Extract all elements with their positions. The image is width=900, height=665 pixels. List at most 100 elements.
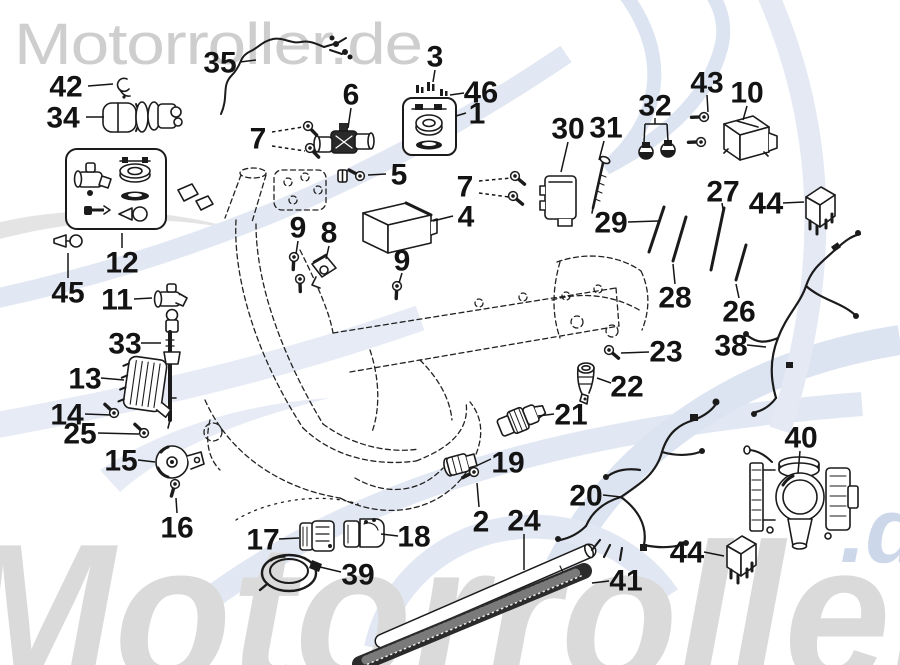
part-28-rod: [671, 215, 688, 263]
screw-9-left-icon: [285, 249, 305, 272]
leader-line-11: [133, 297, 153, 300]
part-8-sensor: [311, 253, 337, 289]
callout-label-24: 24: [507, 505, 541, 538]
leader-line-7-left: [271, 145, 306, 152]
mid-wing-swoosh: [0, 305, 425, 438]
callout-label-38: 38: [714, 330, 747, 363]
leader-line-43: [706, 94, 709, 113]
callout-label-43: 43: [690, 67, 723, 100]
part-35-cable: [220, 35, 353, 115]
callout-label-44-bottom: 44: [670, 535, 705, 570]
callout-label-9-left: 9: [290, 212, 307, 245]
part-6-valve: [313, 123, 375, 154]
part-40-throttle-body: [743, 445, 859, 550]
callout-label-39: 39: [341, 559, 374, 592]
part-43-screws: [686, 107, 712, 154]
leader-line-46: [449, 92, 465, 96]
leader-line-9-left: [295, 240, 299, 255]
part-30-ecu: [539, 175, 577, 227]
callout-label-34: 34: [46, 102, 80, 135]
callout-label-5: 5: [391, 159, 408, 192]
screw-7a-icon: [300, 118, 322, 137]
scooter-frame-sketch: [203, 167, 649, 521]
callout-label-32: 32: [638, 90, 671, 123]
screw-25-icon: [130, 422, 152, 441]
part-5-screw-nut: [337, 168, 367, 183]
watermark-text-top: Motorroller.de: [14, 12, 422, 77]
callout-label-42: 42: [49, 71, 82, 104]
leader-line-38: [746, 344, 767, 348]
screw-7d-icon: [505, 189, 527, 206]
leader-line-13: [100, 377, 125, 381]
callout-label-20: 20: [569, 480, 602, 513]
callout-label-19: 19: [491, 447, 524, 480]
leader-line-7-right: [478, 192, 510, 198]
leader-line-44-bottom: [703, 551, 725, 557]
bottom-arc-swoosh: [364, 514, 678, 651]
part-13-rectifier: [117, 355, 172, 418]
callout-label-28: 28: [658, 282, 691, 315]
callout-label-15: 15: [104, 445, 137, 478]
part-12-small-parts-box: [65, 148, 167, 230]
leader-line-40: [797, 450, 801, 474]
part-32-bulb-sockets: [638, 140, 676, 160]
callout-label-33: 33: [108, 328, 141, 361]
part-27-rod: [709, 206, 726, 272]
leader-line-42: [87, 83, 114, 87]
leader-line-27: [721, 202, 724, 210]
part-26-rod: [734, 243, 748, 282]
leader-line-23: [620, 351, 650, 354]
watermark-text-bottom: Motorroller: [0, 503, 900, 665]
screw-16-icon: [166, 477, 184, 498]
leader-line-9-right: [398, 272, 403, 284]
part-38-wiring-harness: [743, 230, 862, 417]
part-31-long-screw: [591, 155, 611, 214]
callout-label-7-right: 7: [457, 171, 474, 204]
callout-label-3: 3: [427, 41, 444, 74]
leader-line-10: [742, 105, 748, 121]
callout-label-1: 1: [469, 98, 486, 131]
part-22-sensor: [576, 362, 595, 405]
part-1-gasket-kit-box: [402, 97, 457, 156]
gray-swoosh: [0, 210, 245, 239]
leader-line-2: [476, 482, 480, 508]
part-29-rod: [647, 205, 666, 254]
leader-line-30: [560, 141, 569, 173]
part-15-horn: [155, 445, 205, 479]
frame-bracket-parts: [177, 183, 214, 211]
left-feather-swoosh: [100, 398, 330, 492]
leader-line-18: [380, 533, 399, 537]
callout-label-4: 4: [458, 201, 475, 234]
leader-line-32: [666, 123, 669, 142]
part-10-relay: [723, 115, 778, 161]
part-42-clip: [116, 77, 131, 99]
part-33-temp-sensor: [163, 308, 181, 429]
part-3-clips: [416, 82, 448, 96]
callout-label-40: 40: [784, 422, 817, 455]
part-34-ignition-coil: [102, 101, 183, 133]
callout-label-8: 8: [321, 217, 338, 250]
leader-line-28: [672, 263, 676, 285]
callout-label-22: 22: [610, 371, 643, 404]
leader-line-5: [367, 173, 387, 176]
part-18-switch: [343, 518, 385, 548]
part-44-relay-bottom: [726, 535, 757, 585]
part-21-sensor: [496, 404, 547, 437]
callout-label-12: 12: [105, 247, 138, 280]
screw-23-icon: [601, 343, 623, 360]
callout-label-21: 21: [554, 399, 587, 432]
part-11-fitting: [153, 283, 188, 308]
leader-line-17: [278, 537, 300, 540]
callout-label-27: 27: [706, 176, 739, 209]
leader-line-1: [455, 112, 467, 117]
callout-label-25: 25: [63, 418, 96, 451]
callout-label-44-top: 44: [749, 186, 784, 221]
leader-line-21: [537, 413, 555, 417]
callout-label-13: 13: [68, 363, 101, 396]
callout-label-6: 6: [343, 79, 360, 112]
leader-line-16: [175, 497, 178, 514]
callout-label-41: 41: [609, 565, 642, 598]
